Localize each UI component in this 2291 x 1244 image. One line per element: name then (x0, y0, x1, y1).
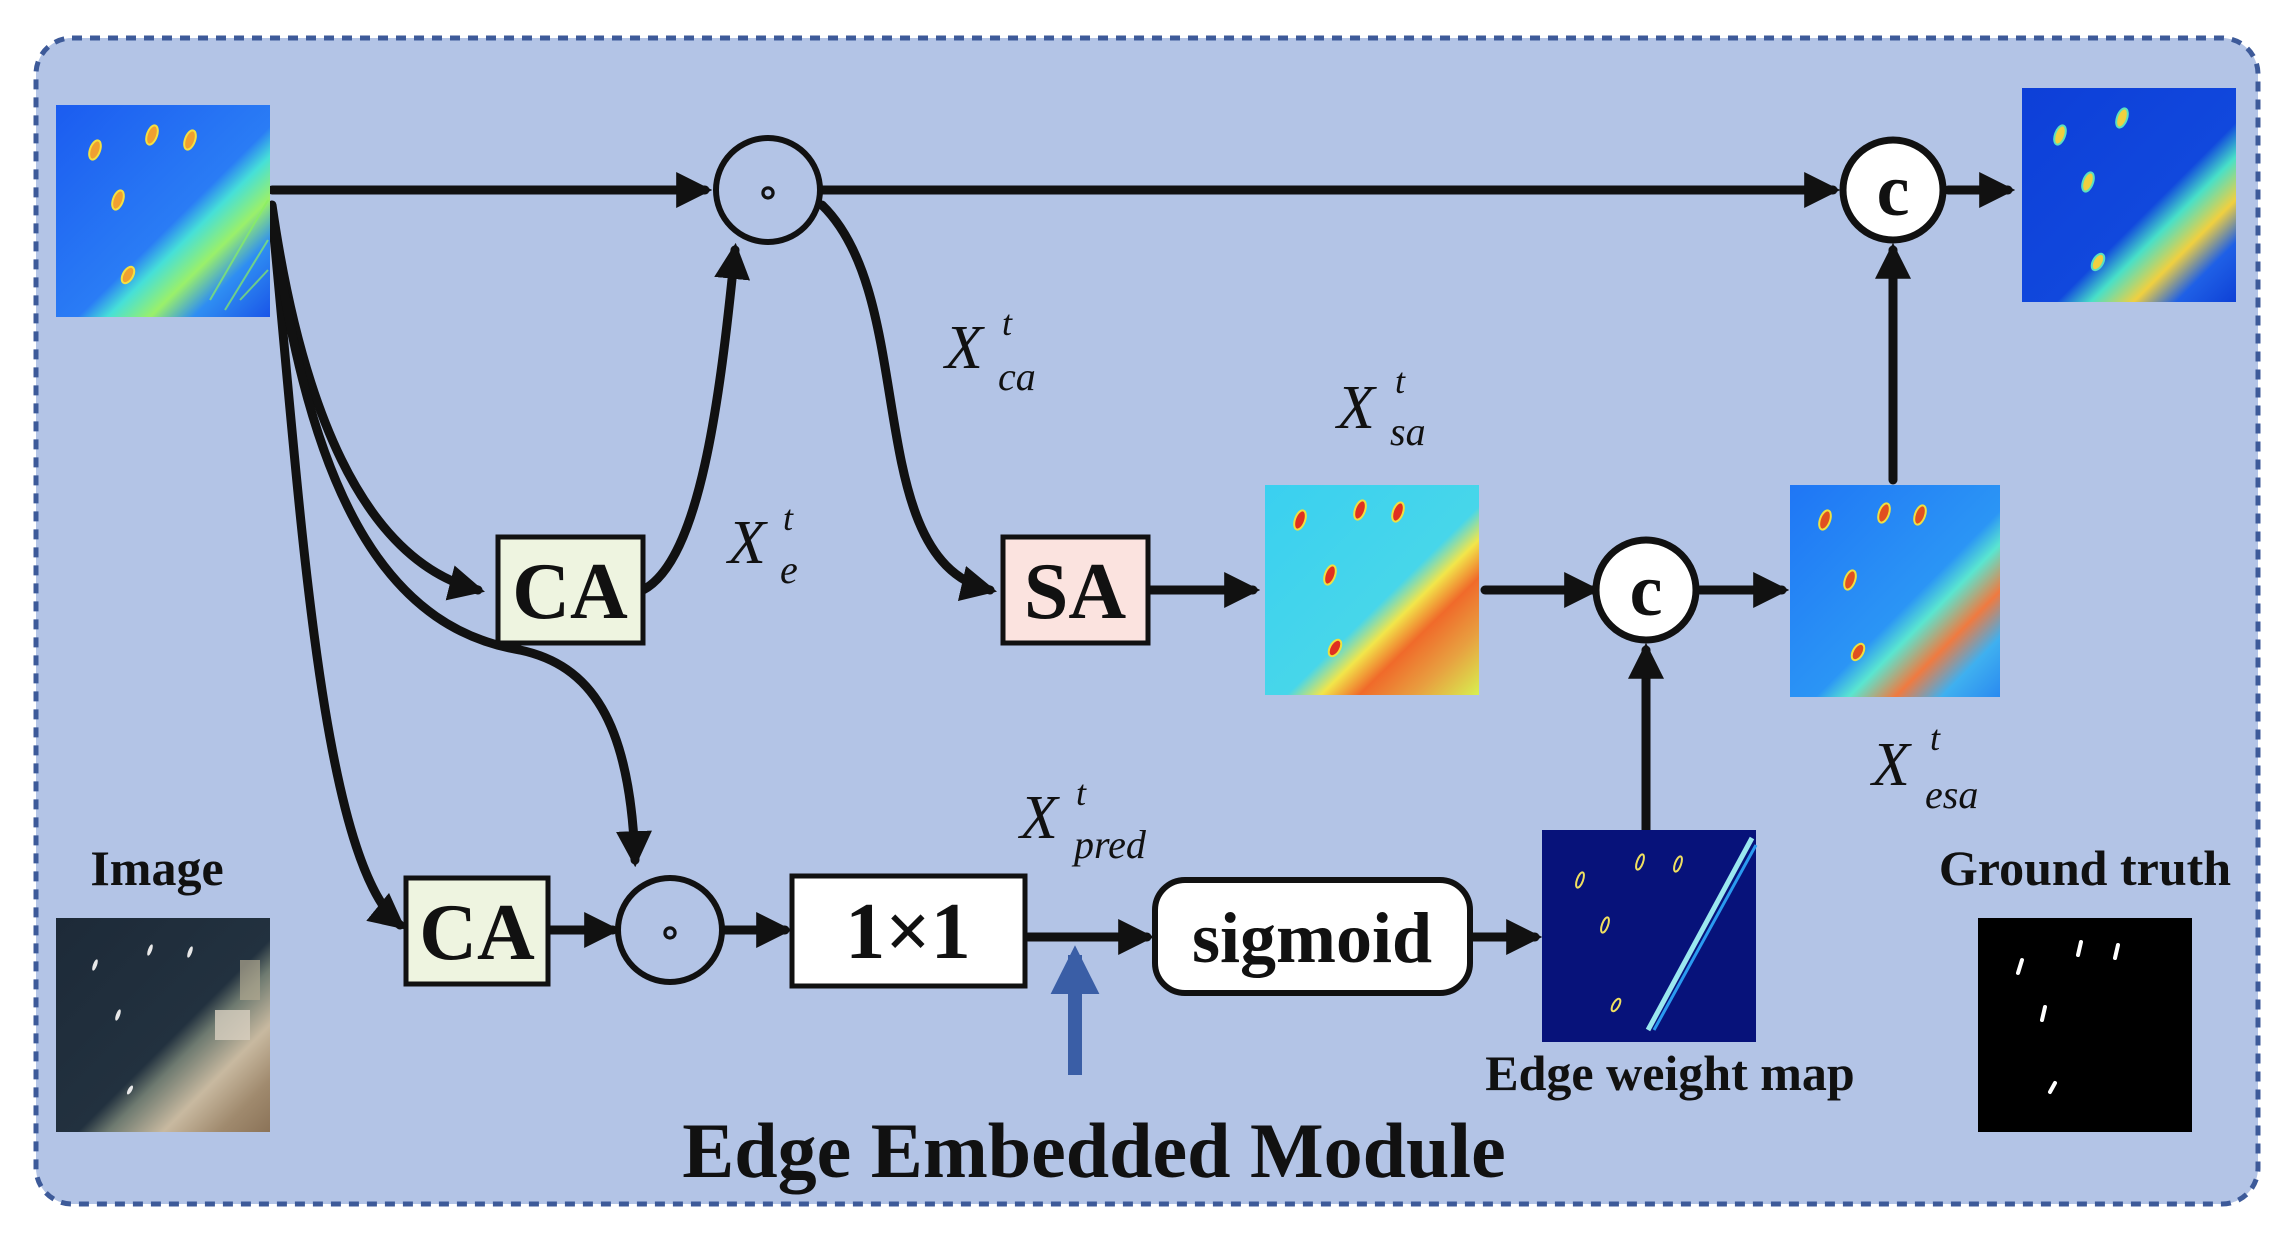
output-feature-map (2022, 88, 2236, 302)
sa-block: SA (1000, 534, 1151, 646)
svg-text:t: t (1002, 303, 1013, 343)
caption-edge-weight-map: Edge weight map (1485, 1045, 1854, 1101)
svg-text:∘: ∘ (756, 166, 780, 219)
ca-block-bottom: CA (403, 875, 551, 987)
svg-text:esa: esa (1925, 772, 1978, 817)
svg-text:t: t (1395, 361, 1406, 401)
svg-text:X: X (1017, 784, 1060, 852)
label-x-ca: X t ca (942, 303, 1036, 399)
svg-text:ca: ca (998, 354, 1036, 399)
svg-text:sa: sa (1390, 409, 1426, 454)
edge-weight-map-image (1542, 830, 1758, 1042)
concat-op-middle: c (1592, 536, 1700, 644)
esa-feature-map (1790, 485, 2000, 697)
input-photo (56, 918, 270, 1132)
svg-text:X: X (942, 314, 985, 382)
label-x-e: X t e (725, 498, 798, 592)
svg-text:c: c (1877, 150, 1910, 232)
input-feature-map (56, 105, 270, 317)
arrow-input-to-bottom-hadamard (267, 205, 652, 868)
sigmoid-block: sigmoid (1152, 877, 1473, 996)
sa-feature-map (1265, 485, 1479, 695)
svg-text:t: t (783, 498, 794, 538)
svg-text:c: c (1630, 550, 1663, 632)
caption-ground-truth: Ground truth (1939, 840, 2231, 896)
label-x-esa: X t esa (1869, 718, 1978, 817)
hadamard-op-top: ∘ (713, 135, 823, 245)
hadamard-op-bottom: ∘ (615, 875, 725, 985)
svg-text:X: X (1869, 731, 1912, 799)
arrows (267, 172, 2016, 955)
concat-op-top: c (1839, 136, 1947, 244)
ca-block-top: CA (495, 534, 646, 646)
ground-truth-image (1978, 918, 2192, 1132)
svg-text:e: e (780, 547, 798, 592)
svg-text:CA: CA (512, 548, 628, 636)
svg-text:X: X (1334, 374, 1377, 442)
conv-1x1-block: 1×1 (789, 873, 1028, 989)
svg-text:∘: ∘ (658, 906, 682, 959)
caption-image: Image (90, 840, 223, 896)
svg-text:t: t (1930, 718, 1941, 758)
svg-text:SA: SA (1024, 548, 1126, 636)
svg-text:CA: CA (419, 889, 535, 977)
arrow-hadamard-to-sa (817, 200, 998, 601)
arrow-ca-top-to-hadamard (638, 242, 751, 595)
svg-text:t: t (1076, 773, 1087, 813)
svg-text:pred: pred (1071, 822, 1147, 867)
module-title: Edge Embedded Module (682, 1107, 1505, 1194)
label-x-pred: X t pred (1017, 773, 1147, 867)
svg-text:sigmoid: sigmoid (1192, 898, 1432, 978)
svg-text:1×1: 1×1 (845, 888, 971, 976)
label-x-sa: X t sa (1334, 361, 1426, 454)
svg-text:X: X (725, 509, 768, 577)
arrow-input-to-ca-bottom (267, 210, 406, 930)
